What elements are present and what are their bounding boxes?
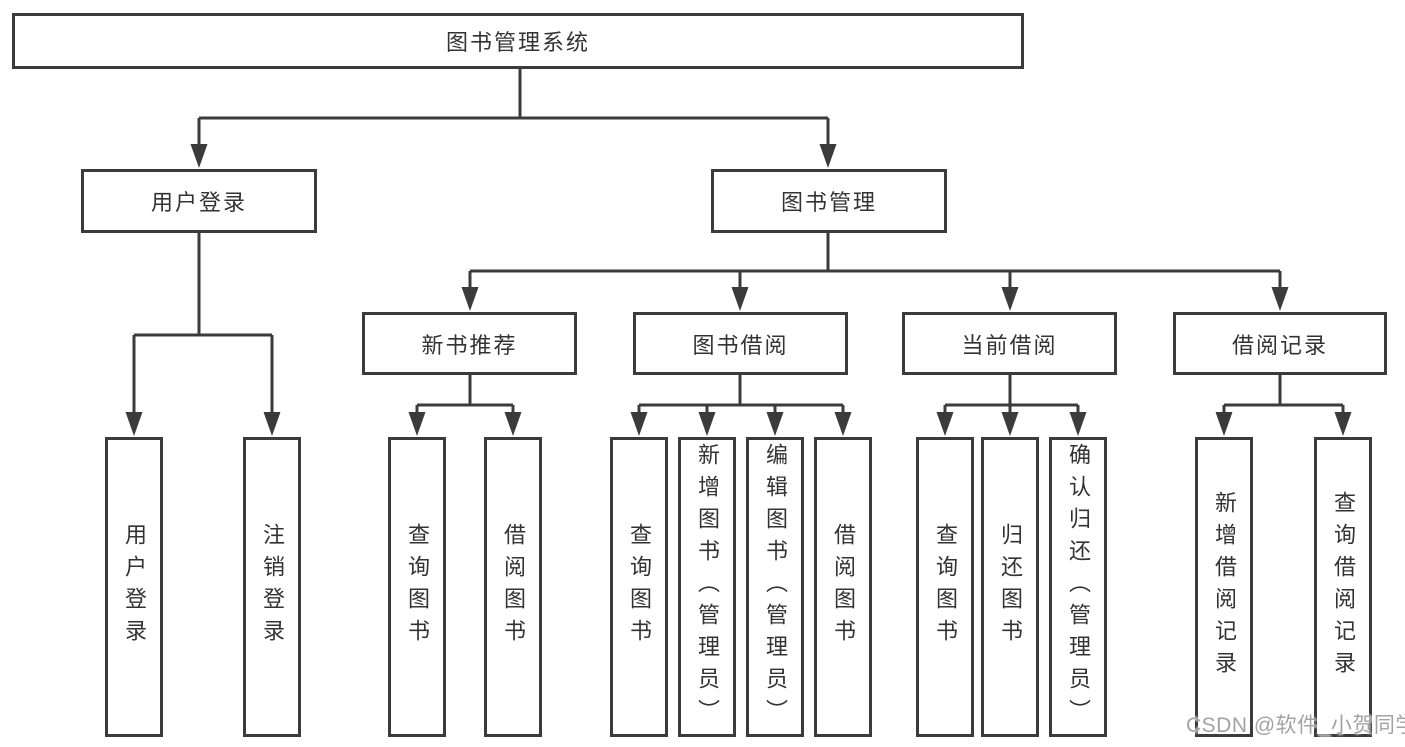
leaf-add-borrow-record: 新增借阅记录 [1195, 437, 1253, 737]
leaf-query-books-borrowing: 查询图书 [610, 437, 668, 737]
leaf-label: 借阅图书 [501, 523, 526, 651]
leaf-label: 用户登录 [122, 523, 147, 651]
leaf-label: 查询图书 [405, 523, 430, 651]
leaf-user-login: 用户登录 [105, 437, 163, 737]
leaf-query-books-recommend: 查询图书 [388, 437, 446, 737]
csdn-watermark: CSDN @软件_小贺同学 [1186, 714, 1405, 737]
node-current-borrowing: 当前借阅 [902, 312, 1117, 375]
leaf-return-book: 归还图书 [981, 437, 1039, 737]
node-borrow-records: 借阅记录 [1173, 312, 1387, 375]
leaf-label: 编辑图书（管理员） [763, 443, 788, 731]
leaf-add-book-admin: 新增图书（管理员） [678, 437, 736, 737]
leaf-label: 查询图书 [933, 523, 958, 651]
node-book-borrowing: 图书借阅 [633, 312, 848, 375]
leaf-query-borrow-record: 查询借阅记录 [1314, 437, 1372, 737]
leaf-query-books-current: 查询图书 [916, 437, 974, 737]
leaf-label: 确认归还（管理员） [1066, 443, 1091, 731]
node-library-system: 图书管理系统 [12, 13, 1024, 69]
leaf-label: 新增图书（管理员） [695, 443, 720, 731]
node-user-login: 用户登录 [81, 169, 317, 233]
leaf-logout: 注销登录 [243, 437, 301, 737]
leaf-label: 查询借阅记录 [1331, 491, 1356, 683]
leaf-confirm-return-admin: 确认归还（管理员） [1049, 437, 1107, 737]
leaf-borrow-books-recommend: 借阅图书 [484, 437, 542, 737]
leaf-label: 查询图书 [627, 523, 652, 651]
leaf-label: 新增借阅记录 [1212, 491, 1237, 683]
node-new-book-recommend: 新书推荐 [362, 312, 577, 375]
leaf-edit-book-admin: 编辑图书（管理员） [746, 437, 804, 737]
leaf-label: 注销登录 [260, 523, 285, 651]
node-book-management: 图书管理 [711, 169, 947, 233]
leaf-borrow-books: 借阅图书 [814, 437, 872, 737]
leaf-label: 归还图书 [998, 523, 1023, 651]
leaf-label: 借阅图书 [831, 523, 856, 651]
